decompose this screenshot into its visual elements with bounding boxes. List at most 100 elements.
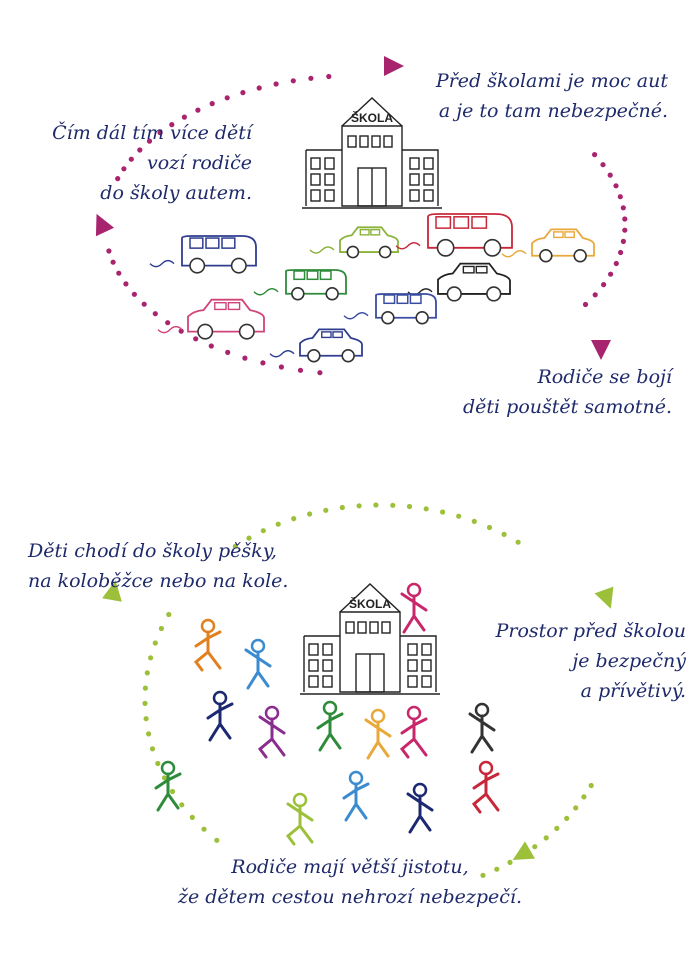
loop-dot [275,521,281,527]
top-cycle-dotted-loop [106,73,628,376]
child-figure-icon [154,760,182,812]
loop-dot [152,640,158,646]
loop-dot [501,531,507,538]
loop-dot [169,788,176,795]
school-sign: ŠKOLA [351,110,393,125]
child-figure-icon [400,582,428,634]
loop-dot [110,259,116,265]
loop-dot [515,539,521,545]
loop-dot [607,172,613,178]
car-icon [407,262,511,302]
loop-dot [148,655,154,661]
child-figure-icon [364,708,392,760]
loop-dot [273,81,279,87]
loop-dot [582,301,589,308]
loop-dot [152,311,158,317]
loop-dot [201,826,207,832]
loop-dot [149,746,156,752]
loop-dot [121,166,127,172]
child-figure-icon [399,705,428,759]
bottom-school-building: ŠKOLA [300,583,440,695]
car-icon [309,226,399,259]
school-sign: ŠKOLA [349,596,391,611]
loop-dot [440,509,446,515]
loop-dot [456,513,462,519]
loop-dot [169,122,175,128]
loop-dot [554,825,560,832]
loop-dot [142,685,148,691]
loop-dot [137,147,143,153]
child-figure-icon [285,792,314,846]
loop-dot [588,782,594,789]
loop-dot [406,503,413,510]
loop-dot [291,516,297,522]
loop-dot [608,271,614,277]
loop-dot [297,367,304,373]
loop-dot [260,528,266,534]
loop-dot [622,227,628,233]
top-caption-bottom-right: Rodiče se bojí děti pouštět samotné. [463,366,672,418]
loop-dot [240,90,246,96]
arrow-icon [384,56,404,76]
child-figure-icon [468,702,496,754]
loop-dot [256,85,262,91]
car-icon [395,213,513,257]
loop-dot [592,292,598,298]
loop-dot [146,731,152,737]
loop-dot [209,101,215,107]
loop-dot [573,805,579,811]
child-figure-icon [342,770,370,822]
loop-dot [123,281,129,287]
child-figure-icon [193,618,222,672]
loop-dot [581,794,587,800]
loop-dot [189,814,195,821]
loop-dot [323,507,329,513]
loop-dot [507,859,513,866]
child-figure-icon [406,782,434,834]
bottom-cycle-arrowheads [102,580,614,860]
bottom-caption-bottom: Rodiče mají větší jistotu, že dětem cest… [177,856,523,908]
loop-dot [224,95,230,101]
car-icon [253,269,347,301]
loop-dot [543,835,549,841]
top-caption-top-right: Před školami je moc aut a je to tam nebe… [435,70,668,122]
children-group [154,582,500,846]
loop-dot [195,107,201,113]
loop-dot [373,502,379,508]
loop-dot [242,355,248,361]
loop-dot [214,837,220,843]
child-figure-icon [206,690,234,742]
child-figure-icon [244,638,272,690]
child-figure-icon [316,700,344,752]
loop-dot [532,844,538,850]
loop-dot [115,176,121,182]
loop-dot [106,248,112,254]
loop-dot [308,75,314,81]
loop-dot [290,78,296,84]
arrow-icon [512,841,535,860]
loop-dot [146,138,153,144]
bottom-caption-top-left: Děti chodí do školy pěšky, na koloběžce … [28,540,289,592]
loop-dot [157,130,163,136]
loop-dot [232,543,238,549]
loop-dot [193,336,199,342]
loop-dot [128,156,134,162]
loop-dot [326,73,332,80]
arrow-icon [594,586,614,609]
loop-dot [613,260,619,267]
loop-dot [181,114,187,120]
arrow-icon [95,213,115,237]
loop-dot [208,343,214,349]
loop-dot [317,370,323,376]
top-school-building: ŠKOLA [302,97,442,209]
loop-dot [423,506,429,512]
car-group [149,213,595,363]
loop-dot [620,205,626,211]
arrow-icon [591,340,611,360]
loop-dot [622,216,628,222]
loop-dot [116,270,122,276]
arrow-icon [102,580,122,602]
loop-dot [356,503,362,509]
loop-dot [601,282,607,288]
